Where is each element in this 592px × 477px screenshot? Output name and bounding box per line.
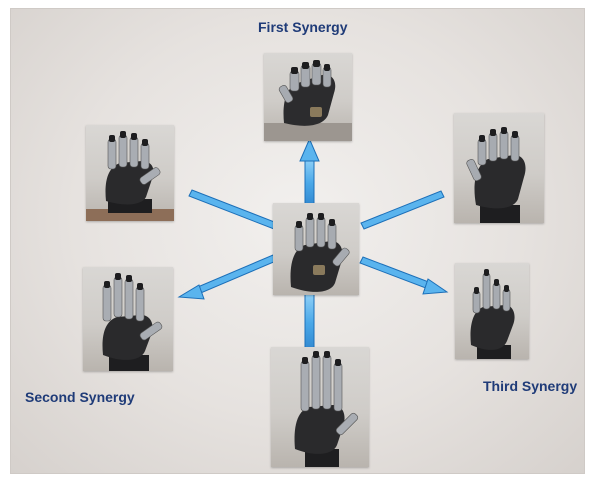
robot-hand-icon xyxy=(86,125,174,221)
robot-hand-icon xyxy=(83,267,173,371)
second-synergy-label: Second Synergy xyxy=(25,389,135,405)
third-synergy-arrow-upper xyxy=(361,191,444,229)
third-synergy-label: Third Synergy xyxy=(483,378,577,394)
second-synergy-arrow-upper xyxy=(189,190,277,229)
first-synergy-label: First Synergy xyxy=(258,19,347,35)
robot-hand-icon xyxy=(454,113,544,223)
robot-hand-icon xyxy=(271,347,369,467)
hand-photo-left xyxy=(83,267,173,371)
hand-photo-bottom xyxy=(271,347,369,467)
hand-photo-top-left xyxy=(86,125,174,221)
first-synergy-arrow-lower xyxy=(305,294,314,352)
second-synergy-arrow-lower xyxy=(179,255,276,299)
diagram-canvas: First Synergy Second Synergy Third Syner… xyxy=(10,8,585,474)
robot-hand-icon xyxy=(455,263,529,359)
robot-hand-icon xyxy=(264,53,352,141)
robot-hand-icon xyxy=(273,203,359,295)
hand-photo-center xyxy=(273,203,359,295)
first-synergy-arrow xyxy=(300,139,319,207)
hand-photo-right xyxy=(455,263,529,359)
hand-photo-top-right xyxy=(454,113,544,223)
third-synergy-arrow-lower xyxy=(360,257,447,294)
hand-photo-top xyxy=(264,53,352,141)
